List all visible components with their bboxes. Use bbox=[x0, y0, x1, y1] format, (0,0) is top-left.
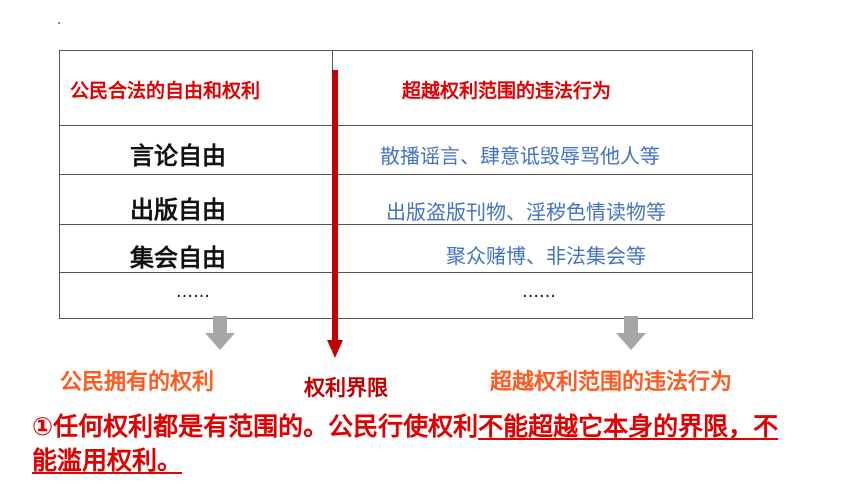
table-border-right bbox=[752, 50, 753, 319]
statement-part-2: 不能超越它本身的界限，不能滥用权利。 bbox=[32, 412, 779, 475]
table-row-divider bbox=[59, 224, 753, 225]
table-row-divider bbox=[59, 174, 753, 175]
table-border-top bbox=[59, 50, 753, 51]
row-2-violation: 出版盗版刊物、淫秽色情读物等 bbox=[386, 200, 666, 224]
header-right: 超越权利范围的违法行为 bbox=[402, 80, 612, 102]
gray-down-arrow-icon bbox=[205, 316, 235, 350]
row-2-freedom: 出版自由 bbox=[130, 196, 226, 224]
corner-dot bbox=[58, 22, 60, 24]
summary-statement: ①任何权利都是有范围的。公民行使权利不能超越它本身的界限，不能滥用权利。 bbox=[32, 410, 792, 478]
header-left: 公民合法的自由和权利 bbox=[70, 80, 261, 102]
table-row-divider bbox=[59, 125, 753, 126]
table-row-divider bbox=[59, 272, 753, 273]
red-down-arrow-icon bbox=[327, 70, 343, 358]
table-border-bottom bbox=[59, 318, 753, 319]
table-border-left bbox=[59, 50, 60, 319]
row-4-violation: …… bbox=[522, 282, 556, 302]
row-4-freedom: …… bbox=[176, 282, 210, 302]
label-rights-boundary: 权利界限 bbox=[304, 376, 388, 400]
row-1-violation: 散播谣言、肆意诋毁辱骂他人等 bbox=[380, 144, 660, 168]
row-1-freedom: 言论自由 bbox=[130, 142, 226, 170]
gray-down-arrow-icon bbox=[616, 316, 646, 350]
statement-part-1: ①任何权利都是有范围的。公民行使权利 bbox=[32, 412, 479, 441]
label-citizen-rights: 公民拥有的权利 bbox=[60, 370, 215, 395]
row-3-violation: 聚众赌博、非法集会等 bbox=[446, 244, 646, 268]
row-3-freedom: 集会自由 bbox=[130, 244, 226, 272]
label-illegal-acts: 超越权利范围的违法行为 bbox=[490, 370, 733, 395]
